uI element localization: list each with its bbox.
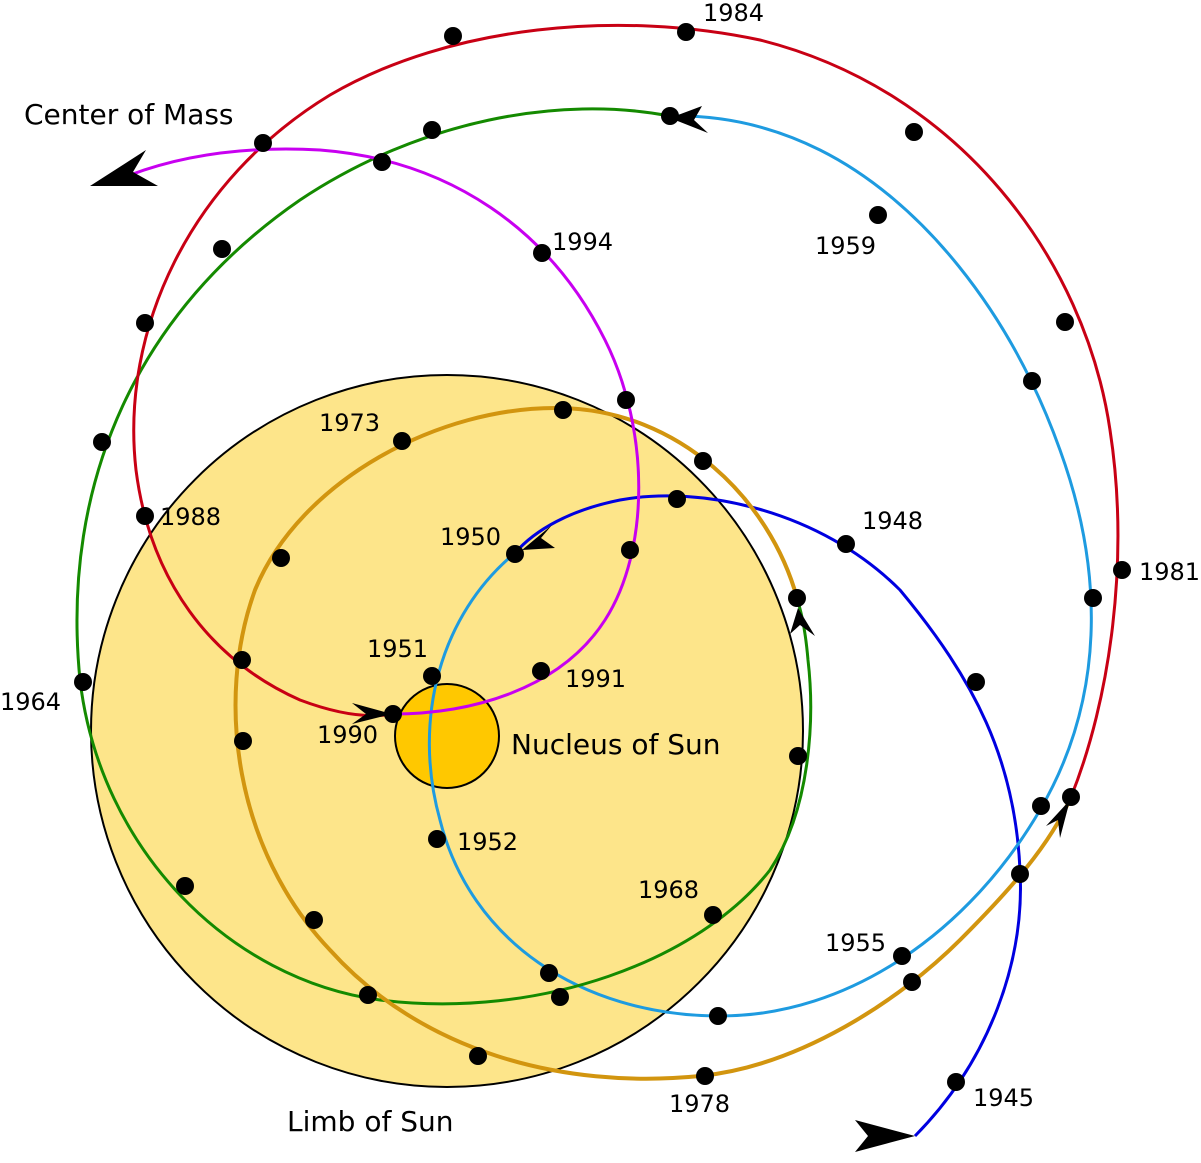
marker <box>789 747 807 765</box>
marker-1988 <box>136 507 154 525</box>
marker-1951 <box>423 667 441 685</box>
marker-1945 <box>947 1073 965 1091</box>
marker <box>903 973 921 991</box>
year-label-1950: 1950 <box>440 523 501 551</box>
marker <box>1084 589 1102 607</box>
marker-1981 <box>1113 561 1131 579</box>
path-magenta-1990-1994 <box>129 147 641 716</box>
marker <box>254 134 272 152</box>
marker-1955 <box>893 947 911 965</box>
year-label-1981: 1981 <box>1139 558 1200 586</box>
marker <box>621 541 639 559</box>
marker <box>93 433 111 451</box>
year-label-1952: 1952 <box>457 828 518 856</box>
marker <box>1011 865 1029 883</box>
marker <box>709 1007 727 1025</box>
path-red-1981-1990 <box>132 23 1120 798</box>
arrow-near-1990 <box>352 703 392 724</box>
marker <box>694 452 712 470</box>
marker <box>540 964 558 982</box>
marker <box>234 732 252 750</box>
marker <box>444 27 462 45</box>
label-nucleus-of-sun: Nucleus of Sun <box>511 728 720 761</box>
marker <box>668 490 686 508</box>
marker-1991 <box>532 662 550 680</box>
marker <box>213 240 231 258</box>
marker-1978 <box>696 1067 714 1085</box>
marker <box>1062 788 1080 806</box>
year-label-1968: 1968 <box>638 876 699 904</box>
year-label-1991: 1991 <box>565 665 626 693</box>
year-label-1994: 1994 <box>552 228 613 256</box>
label-center-of-mass: Center of Mass <box>24 98 234 131</box>
arrow-near-1981 <box>1046 800 1070 838</box>
path-green-1959-1968 <box>75 107 813 1006</box>
marker-1990 <box>384 705 402 723</box>
year-label-1973: 1973 <box>319 409 380 437</box>
marker <box>788 589 806 607</box>
arrow-near-1968 <box>790 608 815 636</box>
marker <box>617 391 635 409</box>
marker <box>1023 372 1041 390</box>
year-label-1964: 1964 <box>0 688 61 716</box>
marker <box>272 549 290 567</box>
marker <box>136 314 154 332</box>
year-label-1955: 1955 <box>825 929 886 957</box>
year-label-1978: 1978 <box>669 1090 730 1118</box>
marker-1952 <box>428 830 446 848</box>
marker <box>305 911 323 929</box>
year-label-1984: 1984 <box>703 0 764 27</box>
arrow-center-of-mass <box>90 150 158 186</box>
marker <box>554 401 572 419</box>
year-label-1990: 1990 <box>317 721 378 749</box>
marker <box>551 988 569 1006</box>
marker <box>233 651 251 669</box>
marker-1948 <box>837 535 855 553</box>
marker-1994 <box>533 244 551 262</box>
year-label-1945: 1945 <box>973 1084 1034 1112</box>
path-blue-1945-1950 <box>513 494 1022 1138</box>
marker <box>423 121 441 139</box>
year-label-1959: 1959 <box>815 232 876 260</box>
marker <box>967 673 985 691</box>
arrow-near-1950 <box>522 525 555 550</box>
nucleus-of-sun-disk <box>394 683 500 789</box>
path-lightblue-1950-1959 <box>427 114 1093 1018</box>
marker-1984 <box>677 23 695 41</box>
year-markers <box>74 23 1131 1091</box>
marker-1973 <box>393 432 411 450</box>
year-label-1948: 1948 <box>862 507 923 535</box>
marker <box>373 153 391 171</box>
marker-1950 <box>506 545 524 563</box>
marker-1968 <box>704 906 722 924</box>
marker <box>1032 797 1050 815</box>
marker <box>905 123 923 141</box>
marker <box>176 877 194 895</box>
year-label-1988: 1988 <box>160 503 221 531</box>
label-limb-of-sun: Limb of Sun <box>287 1105 453 1138</box>
marker <box>469 1047 487 1065</box>
marker <box>661 107 679 125</box>
marker-1959 <box>869 206 887 224</box>
marker <box>359 986 377 1004</box>
arrow-near-1959 <box>670 106 708 133</box>
marker <box>1056 313 1074 331</box>
year-label-1951: 1951 <box>367 635 428 663</box>
arrow-1945-start <box>855 1120 915 1152</box>
marker-1964 <box>74 673 92 691</box>
